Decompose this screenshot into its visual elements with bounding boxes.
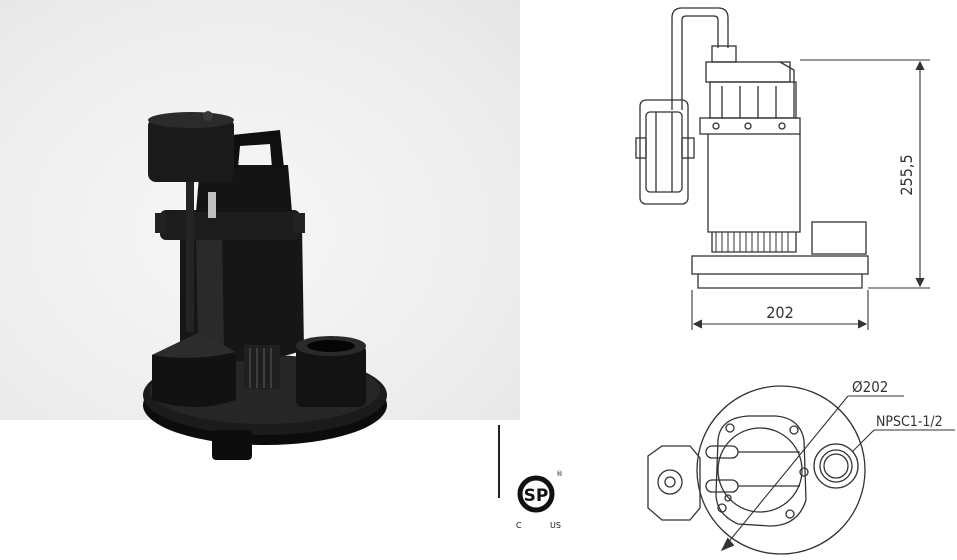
csa-country-us: US xyxy=(550,521,561,530)
pump-product-render xyxy=(143,111,387,460)
csa-mark-letters: SP xyxy=(524,486,549,506)
height-dimension-label: 255,5 xyxy=(897,154,916,195)
diameter-dimension xyxy=(720,395,904,552)
csa-country-c: C xyxy=(516,521,522,530)
width-dimension xyxy=(691,290,869,330)
side-elevation-drawing xyxy=(635,7,869,289)
height-dimension xyxy=(800,59,930,289)
csa-certification-mark: SP ® C US xyxy=(516,470,563,530)
registered-mark: ® xyxy=(556,470,563,478)
diameter-dimension-label: Ø202 xyxy=(852,378,888,396)
thread-spec-label: NPSC1-1/2 xyxy=(876,414,943,430)
thread-spec-leader xyxy=(851,429,955,453)
plan-view-drawing xyxy=(647,385,866,555)
width-dimension-label: 202 xyxy=(766,303,793,322)
